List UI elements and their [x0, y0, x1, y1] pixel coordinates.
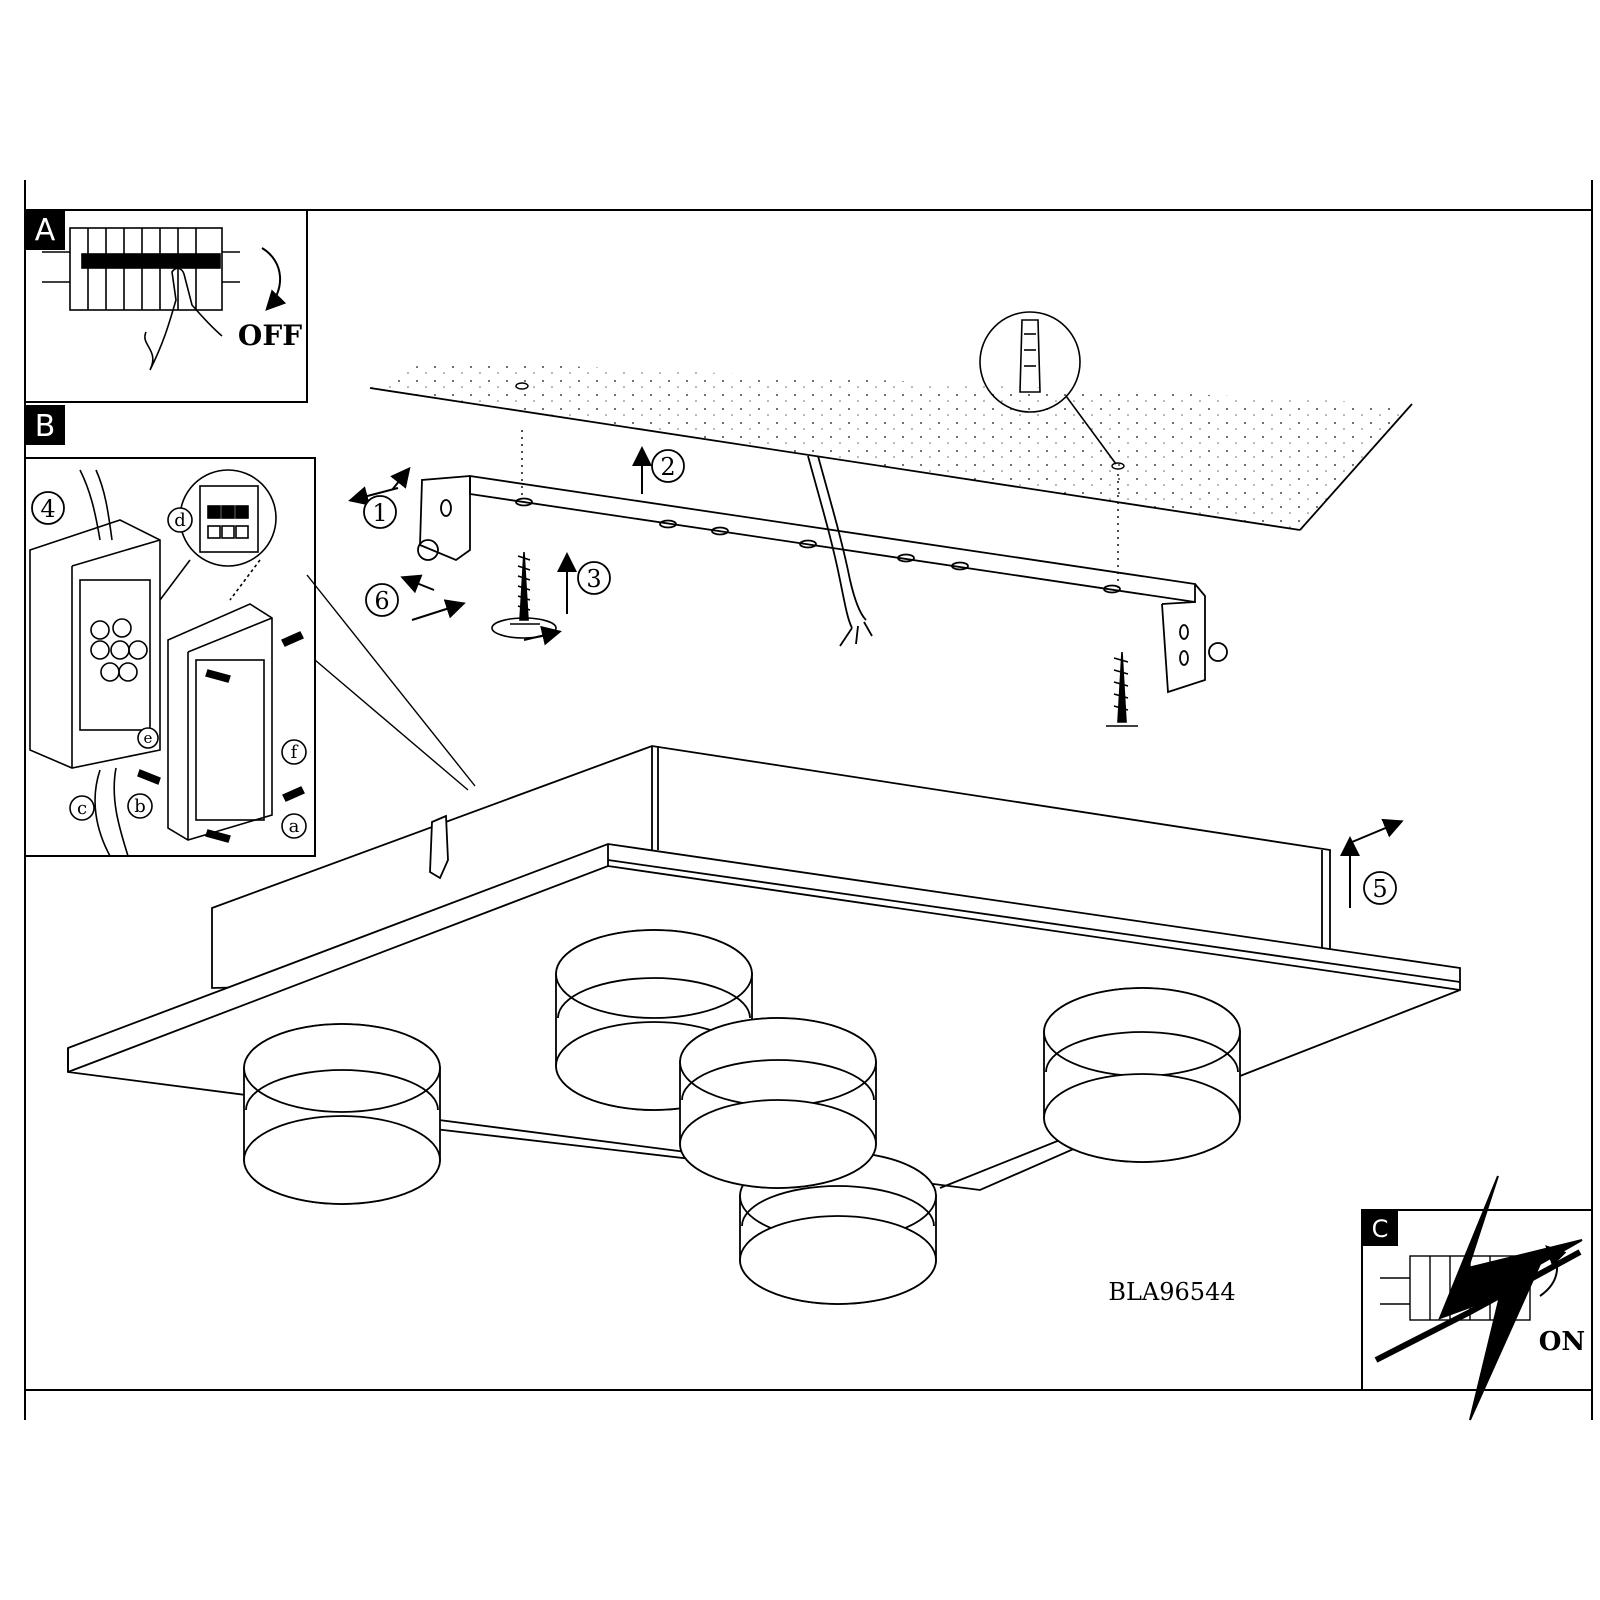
step-2-label: 2 [660, 453, 675, 481]
junction-box [29, 469, 161, 857]
mains-cable [807, 455, 873, 647]
circuit-breaker-icon [42, 227, 240, 311]
hand-icon [144, 267, 223, 371]
mounting-bracket [417, 474, 1228, 694]
terminal-block-detail [159, 469, 277, 601]
sub-step-e: e [144, 729, 153, 747]
spotlight-head [1043, 987, 1241, 1163]
step-5-label: 5 [1372, 875, 1387, 903]
panel-b: B [24, 405, 316, 857]
ceiling-surface [369, 360, 1413, 531]
step-6-label: 6 [374, 587, 389, 615]
junction-box-lid [167, 603, 273, 841]
off-label: OFF [238, 319, 302, 352]
sub-step-f: f [291, 742, 299, 763]
screw-icon [491, 551, 1138, 727]
spotlight-heads [243, 929, 1241, 1305]
model-code: BLA96544 [1108, 1278, 1235, 1306]
step-number-circles [363, 449, 1397, 905]
step-arrows [348, 446, 1404, 908]
spotlight-head [679, 1017, 877, 1189]
sub-step-labels [69, 507, 307, 839]
sub-step-c: c [77, 798, 87, 819]
step-1-label: 1 [372, 499, 387, 527]
step-4-label: 4 [40, 495, 55, 523]
step-3-label: 3 [586, 565, 601, 593]
curved-arrow-off-icon [261, 247, 287, 311]
lightning-icon [1374, 1249, 1582, 1363]
wall-plug-detail [979, 311, 1117, 465]
sub-step-a: a [289, 816, 300, 837]
panel-a-letter: A [35, 213, 56, 248]
screw-icon [137, 631, 305, 843]
detail-connector-lines [306, 574, 476, 791]
guide-lines [521, 430, 1119, 590]
sub-step-b: b [134, 796, 146, 817]
power-bolt-icon [1438, 1175, 1583, 1421]
sub-step-d: d [174, 510, 186, 531]
panel-c: C ON [1361, 1175, 1593, 1421]
panel-c-letter: C [1372, 1215, 1389, 1243]
curved-arrow-on-icon [1539, 1245, 1567, 1297]
panel-b-letter: B [35, 409, 56, 444]
on-label: ON [1539, 1327, 1585, 1357]
panel-a: A OFF [24, 209, 308, 403]
spotlight-head [243, 1023, 441, 1205]
